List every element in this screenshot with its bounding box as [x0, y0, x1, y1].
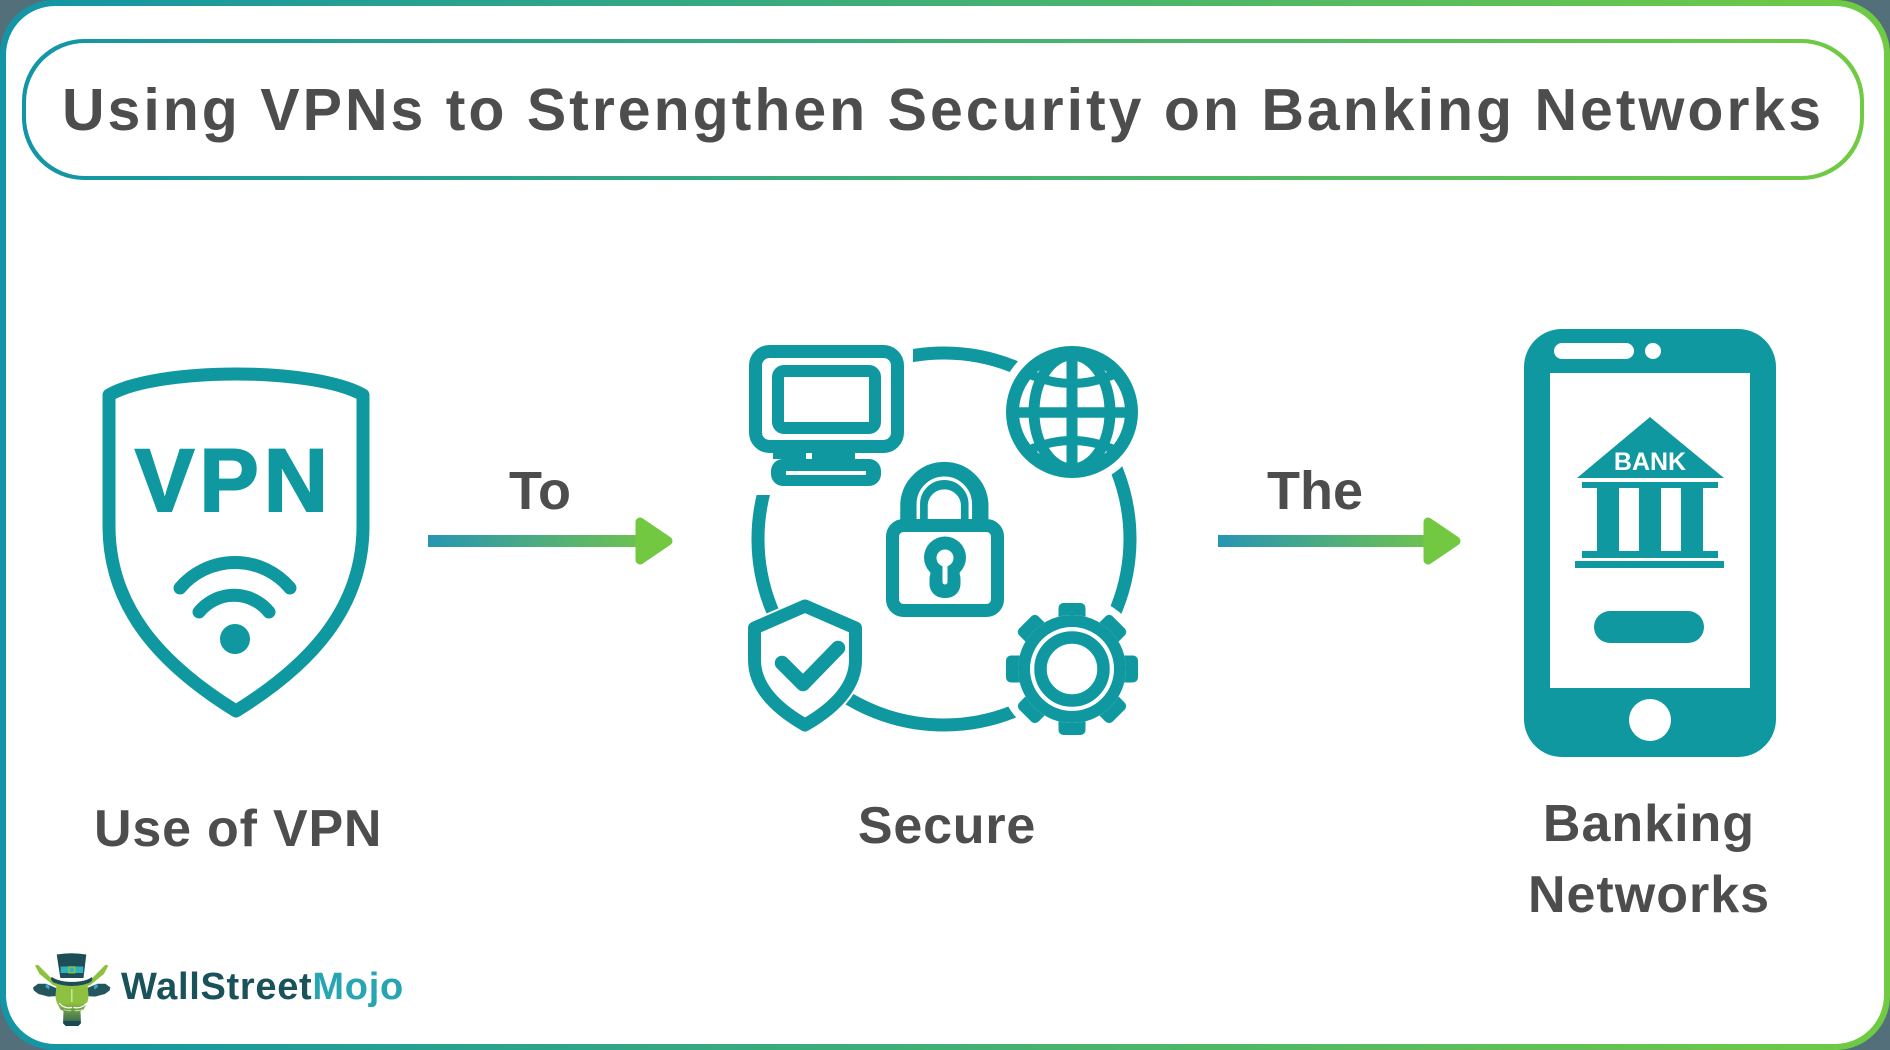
svg-text:VPN: VPN: [135, 430, 333, 530]
svg-text:BANK: BANK: [1614, 448, 1686, 476]
